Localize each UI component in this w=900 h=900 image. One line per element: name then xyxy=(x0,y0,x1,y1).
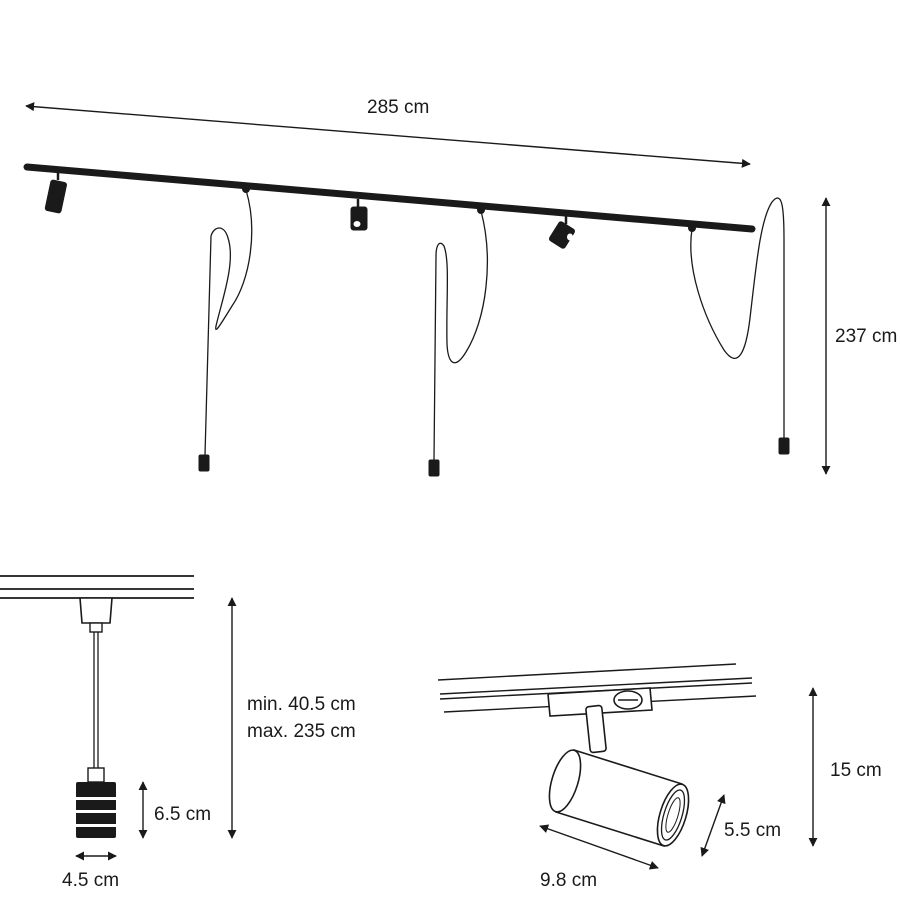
spot-length-arrow xyxy=(539,824,659,870)
track-spot-icon xyxy=(548,216,576,249)
spot-length-label: 9.8 cm xyxy=(540,870,597,891)
track-length-label: 285 cm xyxy=(367,97,429,118)
pendant-detail: min. 40.5 cm max. 235 cm 6.5 cm 4.5 cm xyxy=(0,575,356,891)
track-system-overview: 285 cm 237 cm xyxy=(23,97,897,477)
spot-detail: 15 cm 5.5 cm 9.8 cm xyxy=(437,663,882,891)
pendant-cord-icon xyxy=(688,197,790,455)
pendant-height-label: 6.5 cm xyxy=(154,804,211,825)
track-rail xyxy=(23,163,756,233)
spot-height-label: 15 cm xyxy=(830,760,882,781)
spot-diameter-arrow xyxy=(700,794,726,857)
pendant-width-label: 4.5 cm xyxy=(62,870,119,891)
track-spot-icon xyxy=(44,170,67,214)
pendant-cord-icon xyxy=(198,185,253,472)
pendant-lamp-holder xyxy=(76,782,116,838)
spot-body xyxy=(548,748,690,848)
track-spot-icon xyxy=(350,199,368,231)
track-length-arrow xyxy=(25,102,751,168)
pendant-length-max-label: max. 235 cm xyxy=(247,721,356,742)
pendant-adapter xyxy=(79,597,113,624)
total-height-label: 237 cm xyxy=(835,326,897,347)
spot-diameter-label: 5.5 cm xyxy=(724,820,781,841)
pendant-cord-icon xyxy=(428,206,488,477)
pendant-length-min-label: min. 40.5 cm xyxy=(247,694,356,715)
